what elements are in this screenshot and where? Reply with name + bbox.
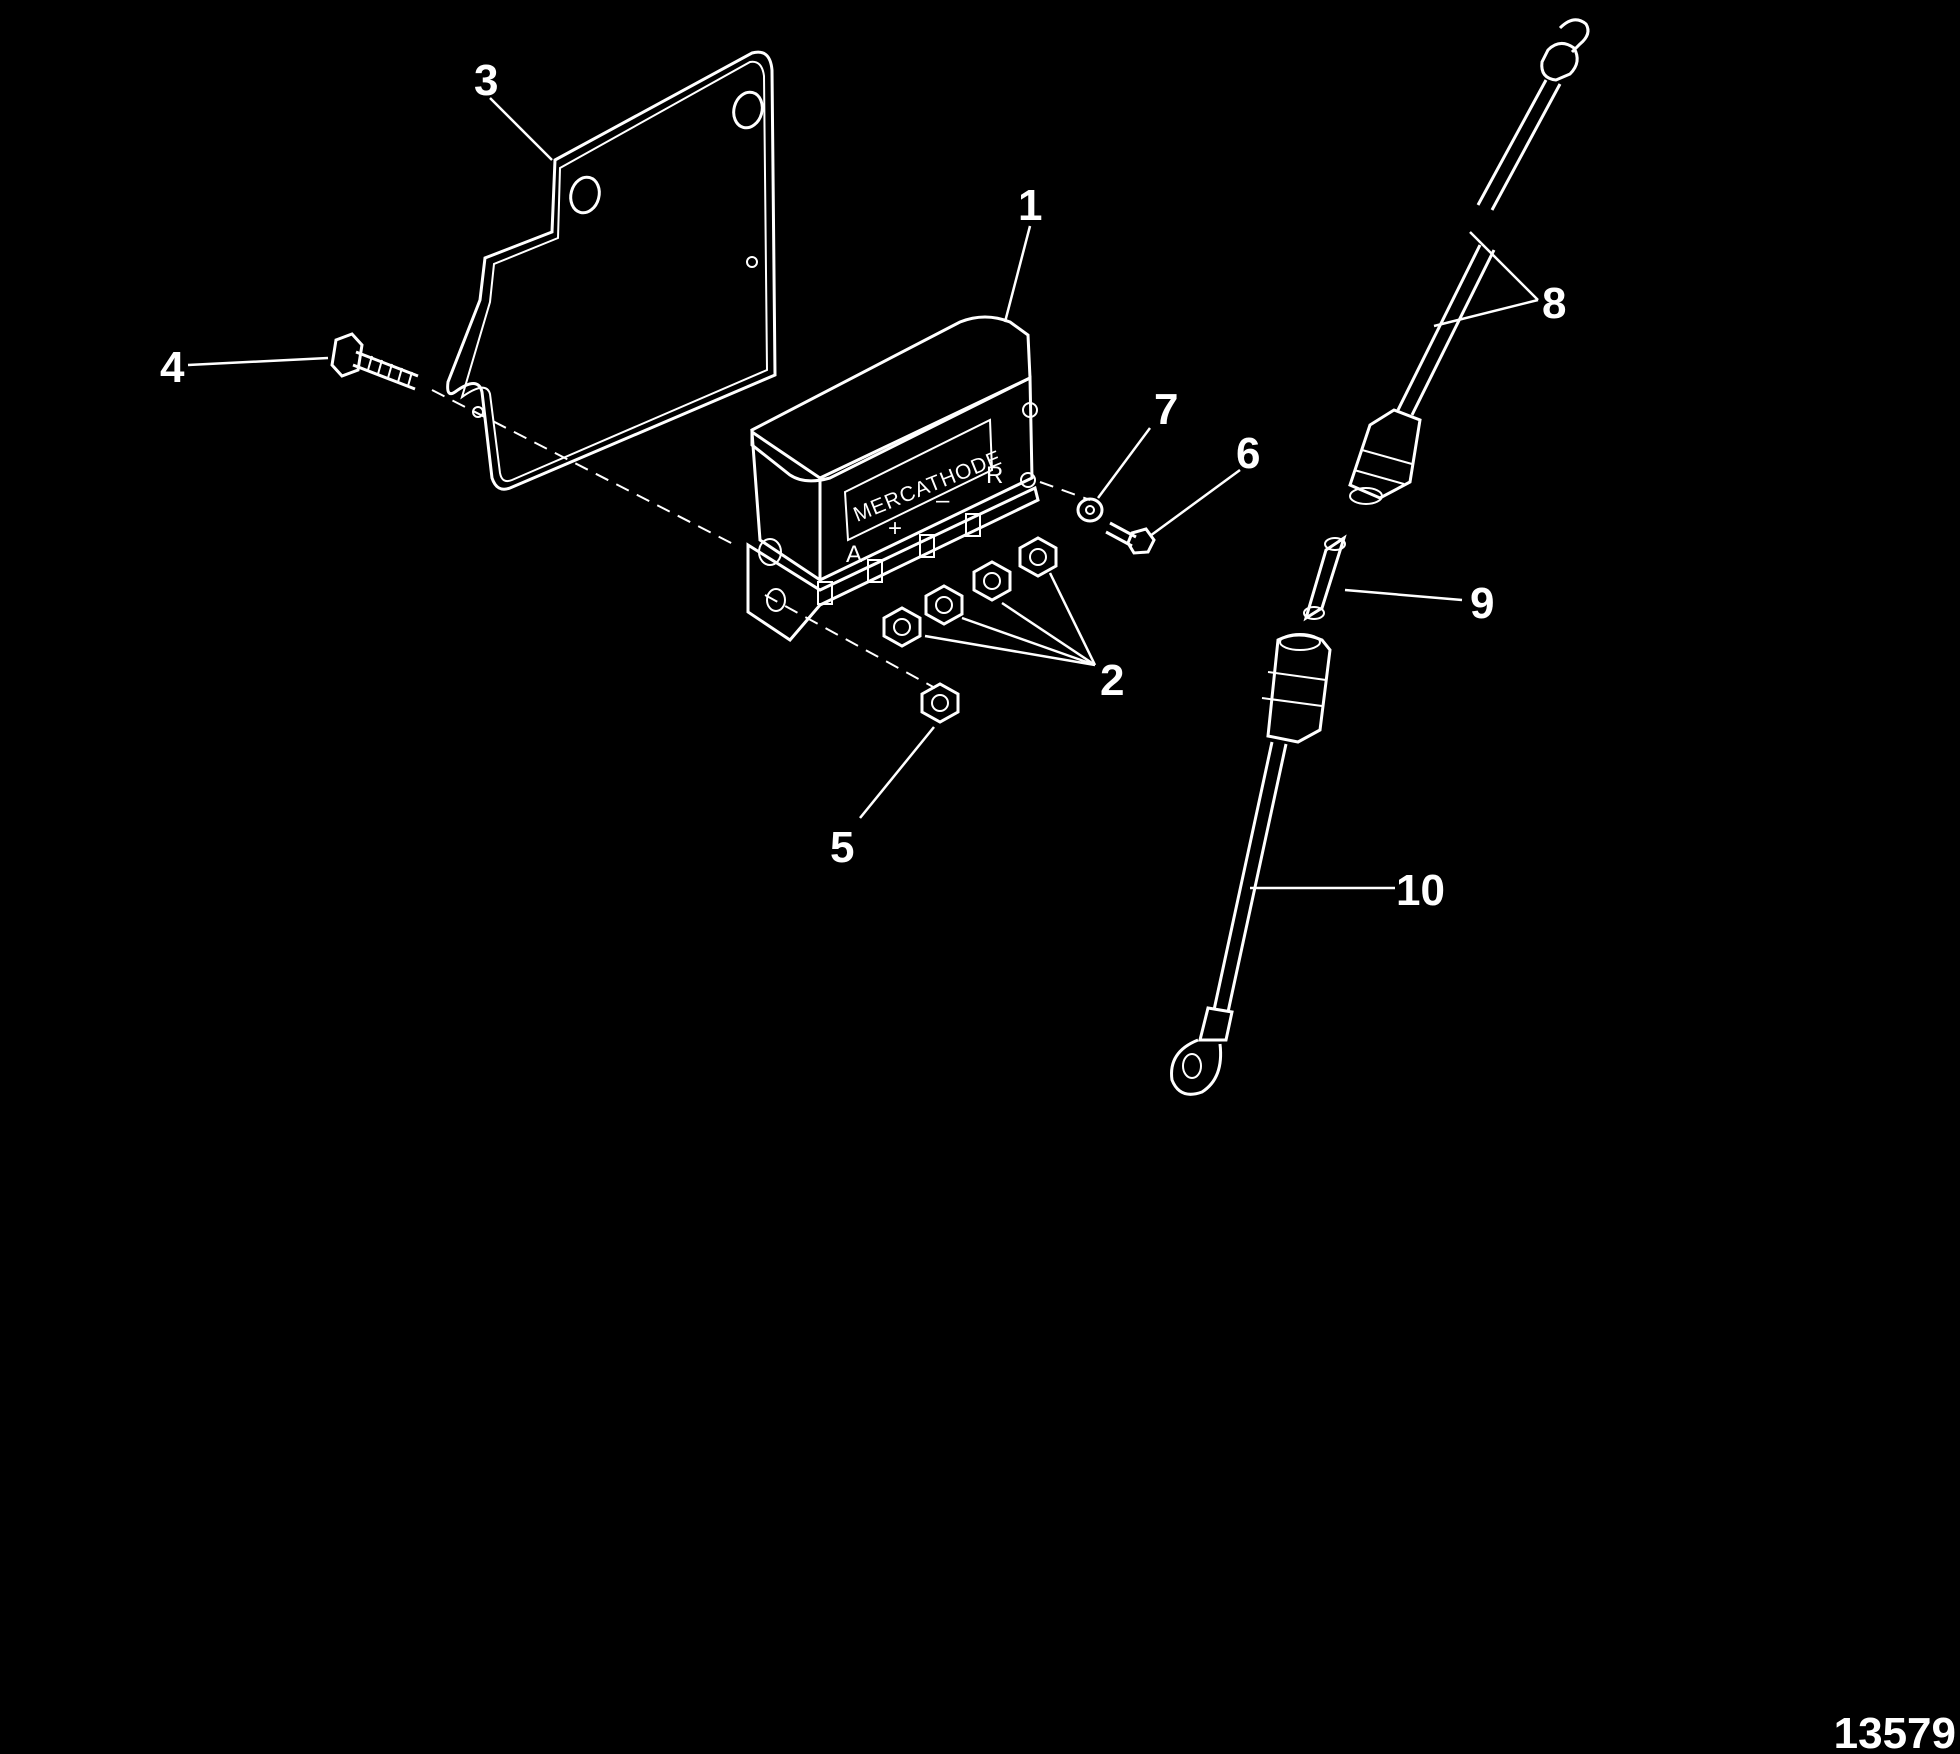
figure-number: 13579 [1834, 1709, 1956, 1754]
terminal-studs [817, 513, 981, 605]
callout-5: 5 [830, 823, 854, 872]
screw [1105, 521, 1156, 555]
terminal-r-label: R [986, 462, 1003, 489]
terminal-nuts [882, 536, 1058, 648]
callout-1: 1 [1018, 181, 1042, 230]
mounting-bracket [446, 50, 777, 491]
leader-lines [187, 97, 1539, 890]
bolt [330, 332, 419, 391]
callout-8: 8 [1542, 279, 1566, 328]
callout-9: 9 [1470, 579, 1494, 628]
terminal-a-label: A [846, 541, 862, 568]
callout-2: 2 [1100, 656, 1124, 705]
callout-10: 10 [1396, 866, 1445, 915]
callout-6: 6 [1236, 429, 1260, 478]
terminal-minus-label: – [936, 487, 950, 514]
lower-wire-lead [1170, 633, 1332, 1096]
upper-wire-lead [1348, 18, 1590, 505]
mercathode-module: MERCATHODE A + – R [746, 315, 1040, 642]
terminal-plus-label: + [888, 515, 902, 542]
single-nut [920, 682, 960, 724]
washer [1076, 497, 1104, 523]
callout-4: 4 [160, 343, 185, 392]
fuse [1303, 534, 1347, 622]
assembly-guide-lines [431, 389, 1091, 689]
callout-7: 7 [1154, 385, 1178, 434]
callout-3: 3 [474, 56, 498, 105]
callout-numbers: 1 2 3 4 5 6 7 8 9 10 [160, 56, 1566, 915]
